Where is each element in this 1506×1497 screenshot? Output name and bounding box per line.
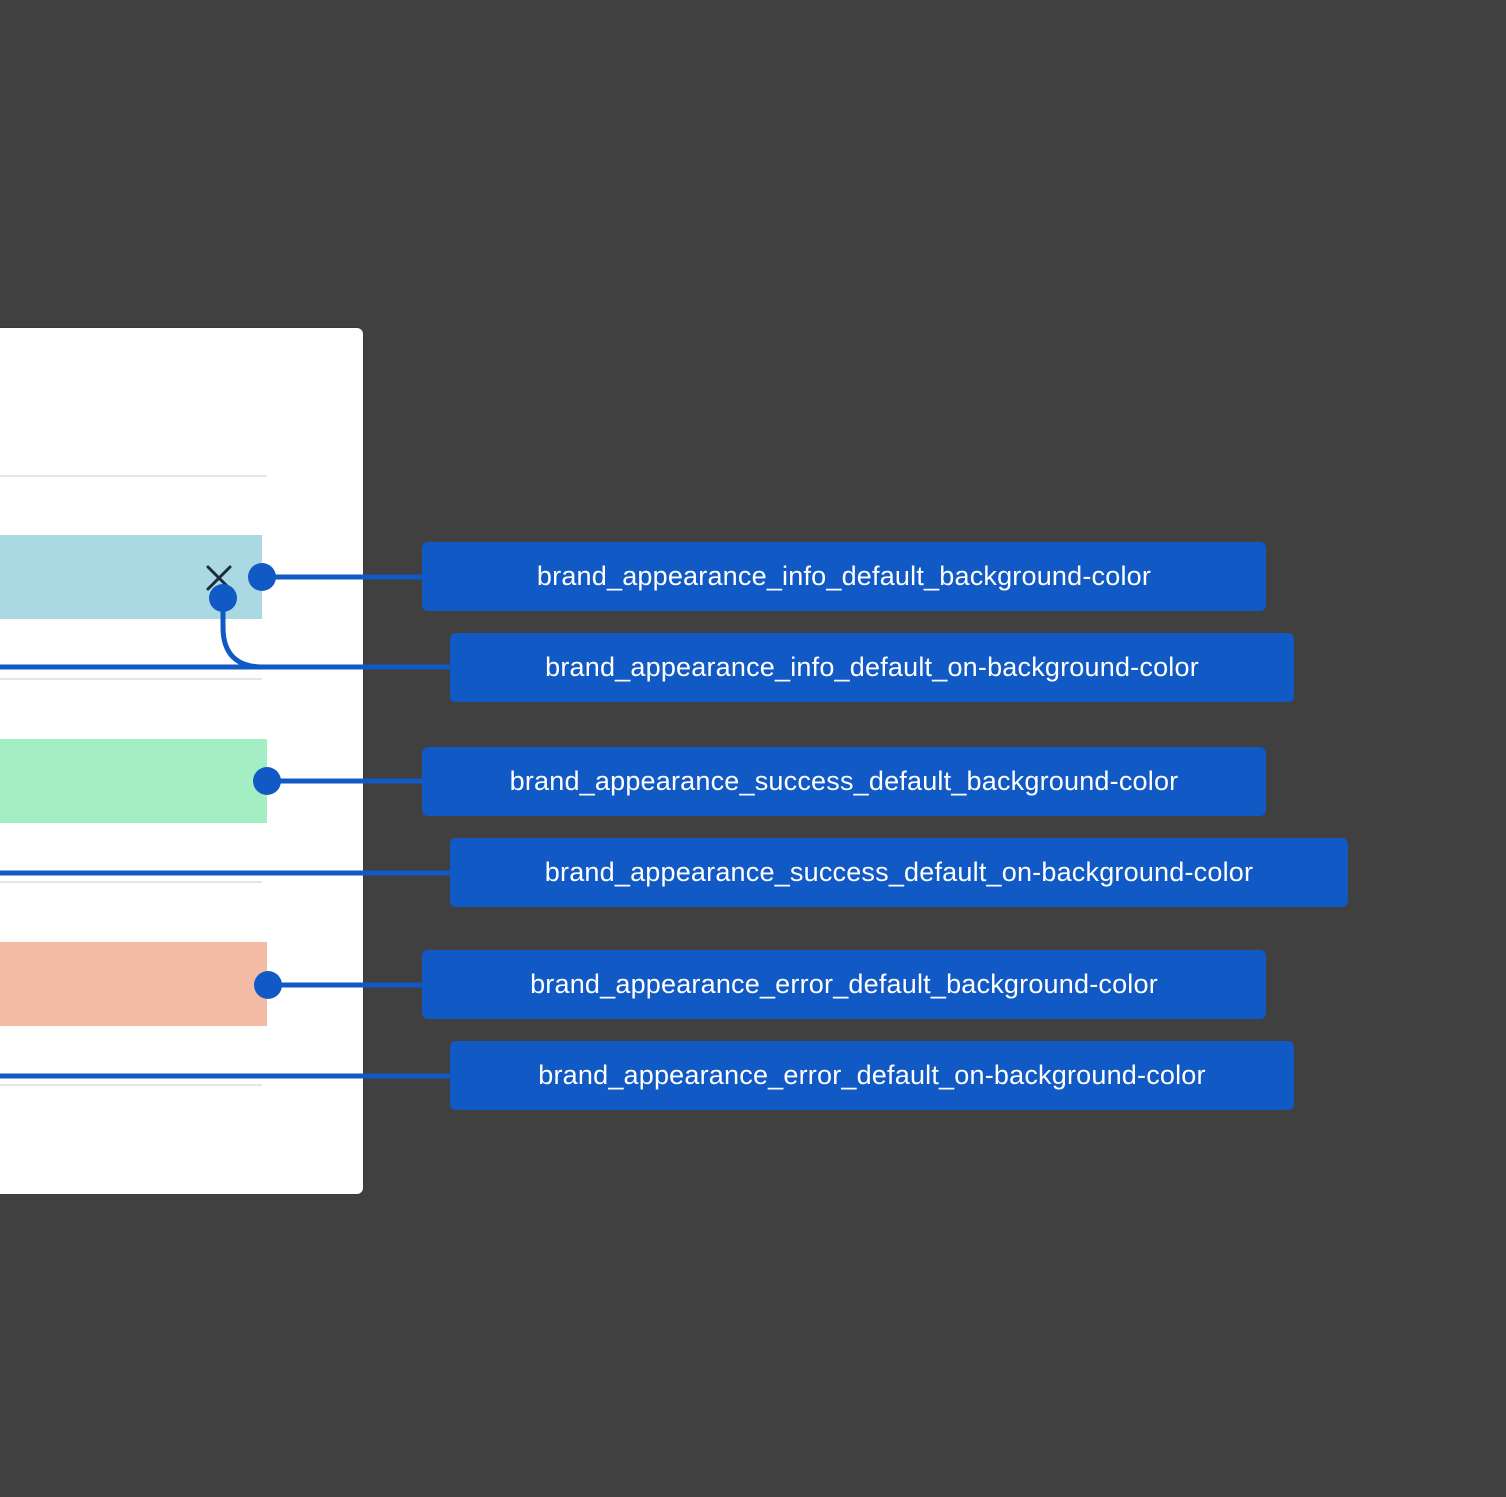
success-banner <box>0 739 267 823</box>
label-text: brand_appearance_error_default_on-backgr… <box>538 1060 1206 1090</box>
label-text: brand_appearance_error_default_backgroun… <box>530 969 1158 999</box>
label-text: brand_appearance_info_default_background… <box>536 561 1152 591</box>
label-info-background: brand_appearance_info_default_background… <box>422 542 1266 611</box>
label-info-on-background: brand_appearance_info_default_on-backgro… <box>450 633 1294 702</box>
label-error-on-background: brand_appearance_error_default_on-backgr… <box>450 1041 1294 1110</box>
divider-success <box>0 881 262 883</box>
divider-top <box>0 475 267 477</box>
divider-error <box>0 1084 262 1086</box>
label-success-on-background: brand_appearance_success_default_on-back… <box>450 838 1348 907</box>
label-text: brand_appearance_success_default_backgro… <box>509 766 1179 796</box>
label-text: brand_appearance_success_default_on-back… <box>544 857 1254 887</box>
close-icon[interactable] <box>204 563 234 593</box>
divider-info <box>0 678 262 680</box>
label-error-background: brand_appearance_error_default_backgroun… <box>422 950 1266 1019</box>
label-text: brand_appearance_info_default_on-backgro… <box>545 652 1199 682</box>
error-banner <box>0 942 267 1026</box>
label-success-background: brand_appearance_success_default_backgro… <box>422 747 1266 816</box>
